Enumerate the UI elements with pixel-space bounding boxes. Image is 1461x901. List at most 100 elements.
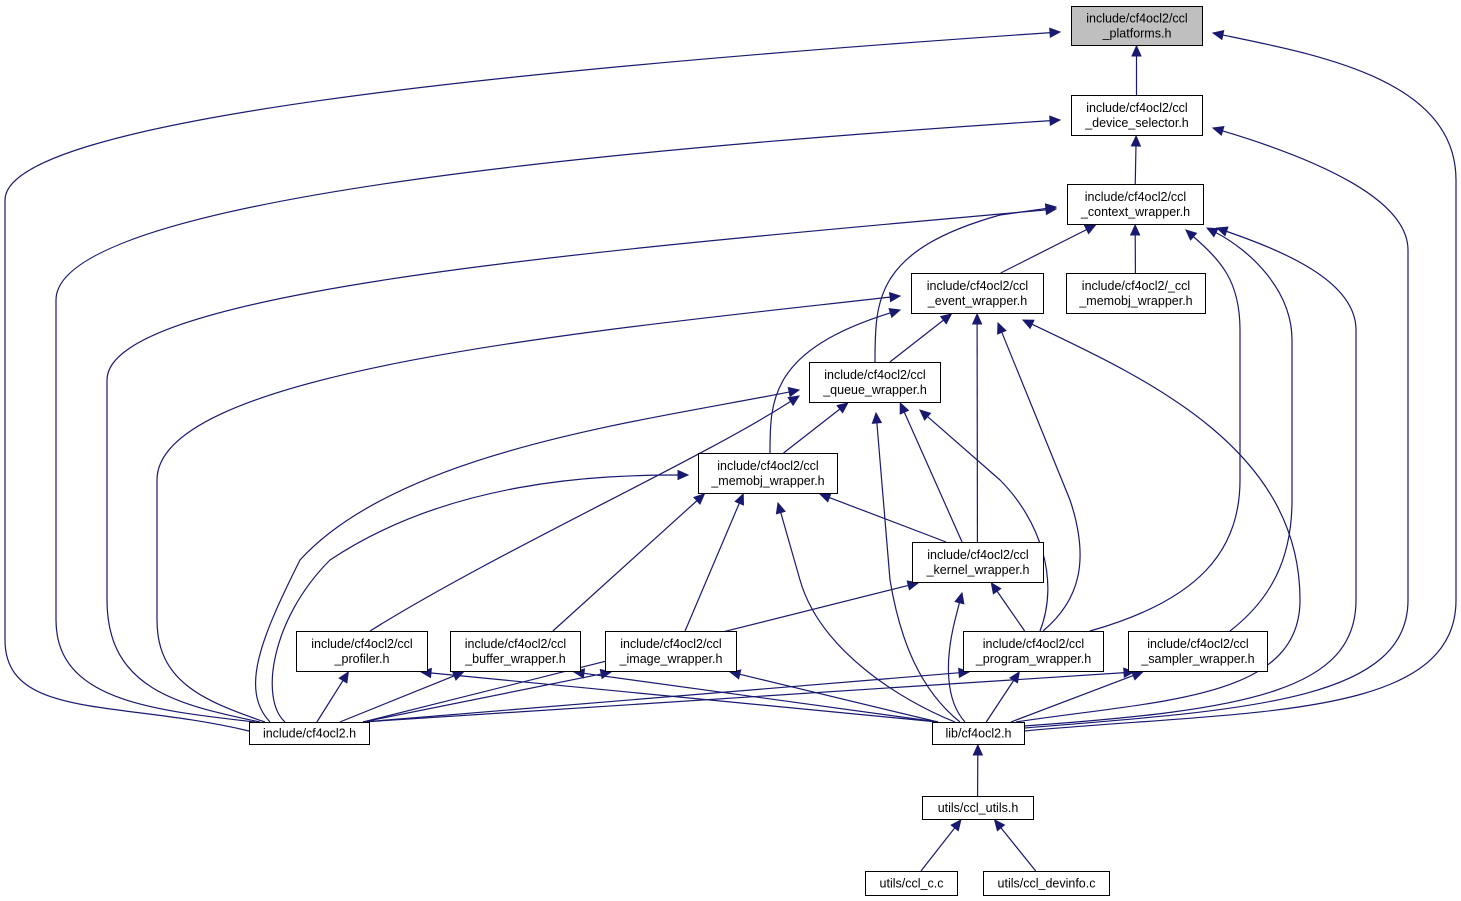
edge-inc-cf4ocl2-to-sampler-wrapper	[362, 672, 1126, 723]
node-label-line: include/cf4ocl2/ccl	[1147, 637, 1248, 651]
node-box	[296, 631, 428, 672]
node-label-line: _queue_wrapper.h	[822, 383, 927, 397]
edge-queue-wrapper-to-event-wrapper-arrowhead-icon	[939, 313, 953, 325]
node-label-line: utils/ccl_c.c	[880, 877, 944, 891]
edge-inc-cf4ocl2-to-profiler	[316, 679, 345, 723]
edge-sampler-wrapper-to-context-wrapper	[1214, 231, 1293, 632]
edge-buffer-wrapper-to-memobj-wrapper	[552, 499, 699, 632]
edge-context-wrapper-to-device-selector-arrowhead-icon	[1130, 134, 1142, 147]
node-label-line: _platforms.h	[1102, 27, 1172, 41]
edge-inc-cf4ocl2-to-program-wrapper	[362, 672, 961, 723]
node-context-wrapper[interactable]: include/cf4ocl2/ccl_context_wrapper.h	[1067, 184, 1204, 225]
node-buffer-wrapper[interactable]: include/cf4ocl2/ccl_buffer_wrapper.h	[450, 631, 581, 672]
node-ccl-devinfo[interactable]: utils/ccl_devinfo.c	[983, 871, 1110, 896]
node-kernel-wrapper[interactable]: include/cf4ocl2/ccl_kernel_wrapper.h	[912, 542, 1044, 583]
edge-lib-cf4ocl2-to-kernel-wrapper	[947, 601, 966, 723]
edge-ccl-devinfo-to-ccl-utils	[999, 826, 1037, 872]
node-label-line: _context_wrapper.h	[1080, 205, 1190, 219]
edge-memobj-wrapper-to-context-wrapper-arrowhead-icon	[1129, 223, 1141, 236]
edge-lib-cf4ocl2-to-device-selector-arrowhead-icon	[1211, 125, 1225, 137]
node-box	[1066, 273, 1206, 314]
edge-inc-cf4ocl2-to-image-wrapper	[362, 673, 603, 723]
node-image-wrapper[interactable]: include/cf4ocl2/ccl_image_wrapper.h	[605, 631, 737, 672]
edge-program-wrapper-to-context-wrapper-arrowhead-icon	[1185, 229, 1198, 241]
edge-inc-cf4ocl2-to-memobj-wrapper	[271, 474, 680, 723]
node-queue-wrapper[interactable]: include/cf4ocl2/ccl_queue_wrapper.h	[809, 362, 941, 403]
edge-kernel-wrapper-to-memobj-wrapper-arrowhead-icon	[818, 492, 832, 503]
edge-inc-cf4ocl2-to-queue-wrapper-arrowhead-icon	[787, 386, 801, 398]
node-ccl-utils[interactable]: utils/ccl_utils.h	[922, 796, 1034, 820]
edge-ccl-utils-to-lib-cf4ocl2-arrowhead-icon	[972, 743, 984, 756]
node-label-line: _event_wrapper.h	[927, 294, 1027, 308]
node-box	[922, 796, 1034, 820]
node-box	[249, 722, 370, 745]
edge-kernel-wrapper-to-queue-wrapper-arrowhead-icon	[899, 401, 910, 415]
node-label-line: include/cf4ocl2/_ccl	[1082, 279, 1190, 293]
node-platforms[interactable]: include/cf4ocl2/ccl_platforms.h	[1071, 6, 1203, 46]
edge-lib-cf4ocl2-to-queue-wrapper-arrowhead-icon	[871, 411, 883, 424]
edge-image-wrapper-to-memobj-wrapper	[684, 502, 741, 632]
node-box	[1128, 631, 1268, 672]
edges-layer	[4, 27, 1457, 872]
edge-lib-cf4ocl2-to-memobj-wrapper-arrowhead-icon	[775, 501, 786, 515]
edge-program-wrapper-to-queue-wrapper	[926, 415, 1049, 632]
node-sampler-wrapper[interactable]: include/cf4ocl2/ccl_sampler_wrapper.h	[1128, 631, 1268, 672]
node-inc-cf4ocl2[interactable]: include/cf4ocl2.h	[249, 722, 370, 745]
edge-ccl-c-to-ccl-utils	[920, 826, 956, 872]
node-box	[932, 722, 1025, 745]
node-label-line: include/cf4ocl2/ccl	[465, 637, 566, 651]
edge-inc-cf4ocl2-to-device-selector-arrowhead-icon	[1049, 115, 1062, 126]
edge-queue-wrapper-to-context-wrapper	[874, 207, 1048, 363]
edge-program-wrapper-to-kernel-wrapper	[996, 590, 1026, 632]
edge-lib-cf4ocl2-to-memobj-wrapper	[779, 511, 956, 723]
edge-memobj-wrapper-to-queue-wrapper	[783, 408, 841, 454]
edge-kernel-wrapper-to-event-wrapper-arrowhead-icon	[971, 312, 983, 325]
edge-program-wrapper-to-event-wrapper	[1000, 331, 1081, 632]
edge-event-wrapper-to-context-wrapper	[1000, 228, 1088, 274]
edge-program-wrapper-to-context-wrapper	[1089, 235, 1241, 632]
edge-program-wrapper-to-event-wrapper-arrowhead-icon	[997, 321, 1007, 335]
node-box	[450, 631, 581, 672]
node-box	[698, 453, 838, 494]
edge-inc-cf4ocl2-to-profiler-arrowhead-icon	[338, 670, 350, 684]
node-ccl-c[interactable]: utils/ccl_c.c	[865, 871, 958, 896]
node-device-selector[interactable]: include/cf4ocl2/ccl_device_selector.h	[1071, 95, 1203, 136]
edge-inc-cf4ocl2-to-queue-wrapper	[255, 391, 791, 723]
edge-inc-cf4ocl2-to-platforms-arrowhead-icon	[1049, 27, 1062, 38]
node-label-line: include/cf4ocl2/ccl	[1086, 12, 1187, 26]
edge-memobj-wrapper-to-event-wrapper-arrowhead-icon	[888, 308, 902, 319]
node-label-line: _sampler_wrapper.h	[1140, 652, 1254, 666]
node-box	[605, 631, 737, 672]
node-box	[1067, 184, 1204, 225]
edge-lib-cf4ocl2-to-image-wrapper	[738, 673, 939, 723]
node-label-line: include/cf4ocl2/ccl	[824, 368, 925, 382]
node-label-line: include/cf4ocl2/ccl	[927, 548, 1028, 562]
node-internal-memobj-wrapper[interactable]: include/cf4ocl2/_ccl_memobj_wrapper.h	[1066, 273, 1206, 314]
node-box	[1071, 95, 1203, 136]
edge-inc-cf4ocl2-to-device-selector	[55, 120, 1052, 723]
edge-queue-wrapper-to-event-wrapper	[889, 319, 945, 363]
edge-profiler-to-queue-wrapper-arrowhead-icon	[787, 395, 801, 407]
node-label-line: utils/ccl_devinfo.c	[998, 877, 1096, 891]
edge-lib-cf4ocl2-to-kernel-wrapper-arrowhead-icon	[954, 591, 965, 605]
edge-lib-cf4ocl2-to-sampler-wrapper	[1010, 674, 1135, 723]
node-label-line: _program_wrapper.h	[975, 652, 1091, 666]
edge-kernel-wrapper-to-queue-wrapper	[903, 410, 963, 543]
node-memobj-wrapper[interactable]: include/cf4ocl2/ccl_memobj_wrapper.h	[698, 453, 838, 494]
node-label-line: include/cf4ocl2/ccl	[1086, 101, 1187, 115]
edge-lib-cf4ocl2-to-context-wrapper	[1023, 230, 1357, 727]
edge-lib-cf4ocl2-to-platforms-arrowhead-icon	[1211, 29, 1225, 41]
node-profiler[interactable]: include/cf4ocl2/ccl_profiler.h	[296, 631, 428, 672]
edge-inc-cf4ocl2-to-context-wrapper-arrowhead-icon	[1045, 204, 1058, 216]
edge-inc-cf4ocl2-to-event-wrapper	[156, 296, 892, 723]
edge-lib-cf4ocl2-to-program-wrapper-arrowhead-icon	[1009, 670, 1020, 684]
edge-lib-cf4ocl2-to-buffer-wrapper	[582, 672, 939, 723]
node-box	[911, 273, 1044, 314]
node-program-wrapper[interactable]: include/cf4ocl2/ccl_program_wrapper.h	[963, 631, 1104, 672]
node-box	[983, 871, 1110, 896]
edge-inc-cf4ocl2-to-context-wrapper	[106, 209, 1048, 723]
node-lib-cf4ocl2[interactable]: lib/cf4ocl2.h	[932, 722, 1025, 745]
node-event-wrapper[interactable]: include/cf4ocl2/ccl_event_wrapper.h	[911, 273, 1044, 314]
edge-inc-cf4ocl2-to-memobj-wrapper-arrowhead-icon	[677, 469, 690, 481]
node-label-line: _memobj_wrapper.h	[1078, 294, 1192, 308]
